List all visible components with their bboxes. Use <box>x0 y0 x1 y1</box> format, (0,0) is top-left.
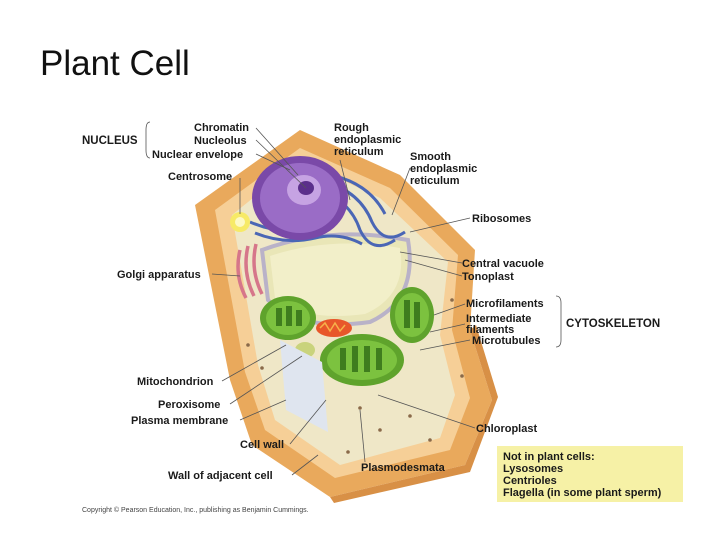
label-intermediate-2: filaments <box>466 324 514 336</box>
label-central-vacuole: Central vacuole <box>462 258 544 270</box>
note-heading: Not in plant cells: <box>503 451 595 463</box>
golgi-shape <box>236 243 264 299</box>
label-chloroplast: Chloroplast <box>476 423 537 435</box>
label-peroxisome: Peroxisome <box>158 399 220 411</box>
label-smooth-er-1: Smooth <box>410 151 451 163</box>
label-rough-er-3: reticulum <box>334 146 384 158</box>
label-golgi: Golgi apparatus <box>117 269 201 281</box>
chloroplast-shapes <box>260 287 434 386</box>
note-item-centrioles: Centrioles <box>503 475 557 487</box>
label-plasma-membrane: Plasma membrane <box>131 415 228 427</box>
label-tonoplast: Tonoplast <box>462 271 514 283</box>
label-microfilaments: Microfilaments <box>466 298 544 310</box>
label-rough-er-1: Rough <box>334 122 369 134</box>
not-in-plant-cells-note: Not in plant cells: Lysosomes Centrioles… <box>497 446 683 502</box>
label-cell-wall: Cell wall <box>240 439 284 451</box>
plasmodesmata-dots <box>246 298 464 454</box>
label-nuclear-envelope: Nuclear envelope <box>152 149 243 161</box>
label-rough-er-2: endoplasmic <box>334 134 401 146</box>
label-microtubules: Microtubules <box>472 335 540 347</box>
labels: NUCLEUS Chromatin Nucleolus Nuclear enve… <box>82 122 660 482</box>
label-wall-adjacent: Wall of adjacent cell <box>168 470 273 482</box>
label-intermediate-1: Intermediate <box>466 313 531 325</box>
label-smooth-er-3: reticulum <box>410 175 460 187</box>
label-centrosome: Centrosome <box>168 171 232 183</box>
label-nucleolus: Nucleolus <box>194 135 247 147</box>
label-smooth-er-2: endoplasmic <box>410 163 477 175</box>
note-item-flagella: Flagella (in some plant sperm) <box>503 487 662 499</box>
copyright-text: Copyright © Pearson Education, Inc., pub… <box>82 507 309 514</box>
label-mitochondrion: Mitochondrion <box>137 376 214 388</box>
label-plasmodesmata: Plasmodesmata <box>361 462 446 474</box>
leader-lines <box>145 121 562 476</box>
label-ribosomes: Ribosomes <box>472 213 531 225</box>
label-cytoskeleton-group: CYTOSKELETON <box>566 318 660 330</box>
note-item-lysosomes: Lysosomes <box>503 463 564 475</box>
mitochondrion-shape <box>316 319 352 337</box>
label-chromatin: Chromatin <box>194 122 249 134</box>
page-title: Plant Cell <box>40 44 190 83</box>
label-nucleus-group: NUCLEUS <box>82 135 138 147</box>
nucleus-shape <box>252 156 348 240</box>
